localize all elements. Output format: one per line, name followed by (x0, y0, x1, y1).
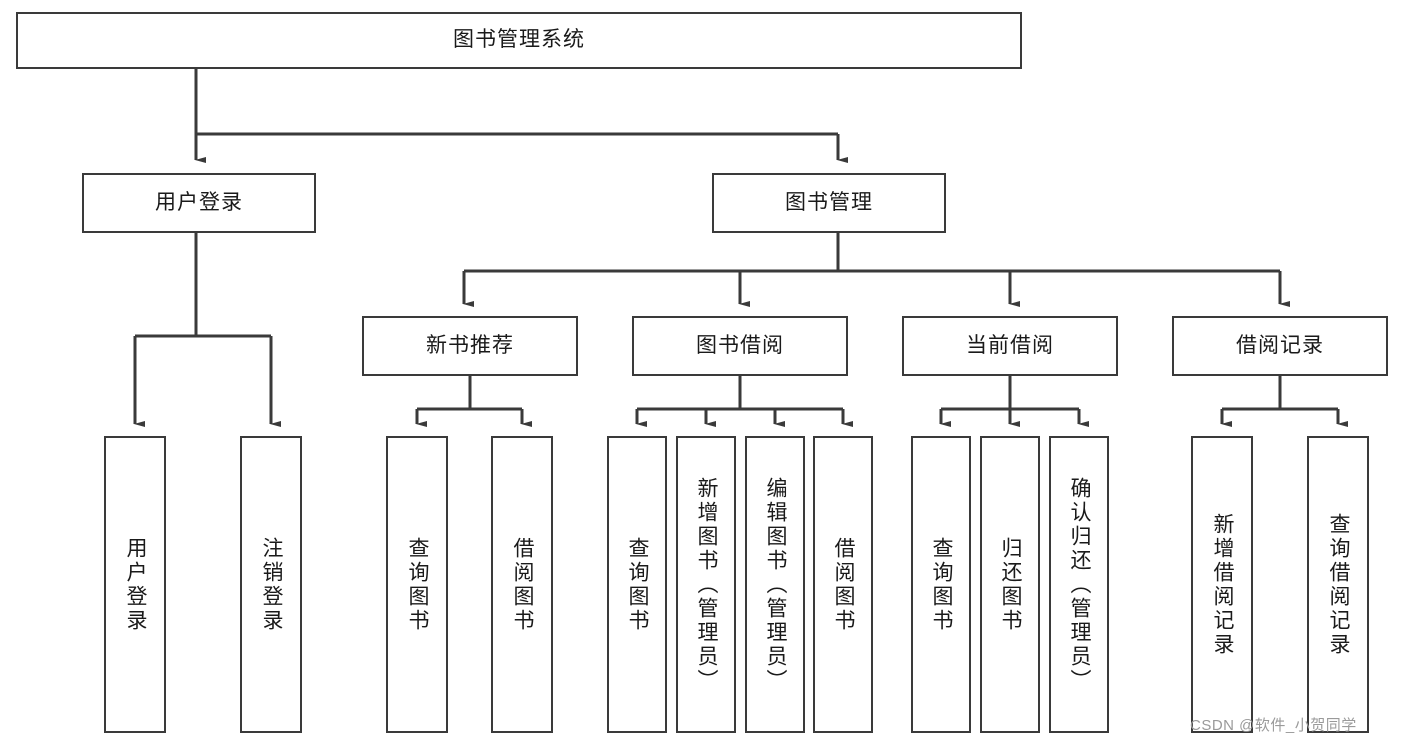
node-book-manage-label: 图书管理 (785, 190, 873, 214)
node-user-login-label: 用户登录 (155, 190, 243, 214)
node-leaf-query-book-2-label: 查询图书 (626, 536, 649, 633)
node-leaf-edit-book-label: 编辑图书（管理员） (764, 476, 787, 693)
node-leaf-query-book-3[interactable]: 查询图书 (911, 436, 971, 733)
node-book-borrow[interactable]: 图书借阅 (632, 316, 848, 376)
node-borrow-record-label: 借阅记录 (1236, 333, 1324, 357)
node-leaf-confirm-return-label: 确认归还（管理员） (1068, 476, 1091, 693)
node-leaf-query-record-label: 查询借阅记录 (1327, 512, 1350, 657)
node-leaf-user-logout-label: 注销登录 (260, 536, 283, 633)
node-leaf-confirm-return[interactable]: 确认归还（管理员） (1049, 436, 1109, 733)
node-leaf-query-record[interactable]: 查询借阅记录 (1307, 436, 1369, 733)
node-borrow-record[interactable]: 借阅记录 (1172, 316, 1388, 376)
node-current-borrow-label: 当前借阅 (966, 333, 1054, 357)
node-leaf-return-book[interactable]: 归还图书 (980, 436, 1040, 733)
node-leaf-add-book[interactable]: 新增图书（管理员） (676, 436, 736, 733)
csdn-watermark: CSDN @软件_小贺同学 (1190, 717, 1357, 734)
node-leaf-borrow-book-2-label: 借阅图书 (832, 536, 855, 633)
node-new-book-rec-label: 新书推荐 (426, 333, 514, 357)
node-new-book-rec[interactable]: 新书推荐 (362, 316, 578, 376)
node-leaf-query-book-1[interactable]: 查询图书 (386, 436, 448, 733)
node-root-label: 图书管理系统 (453, 28, 585, 52)
node-root[interactable]: 图书管理系统 (16, 12, 1022, 69)
node-leaf-borrow-book-1[interactable]: 借阅图书 (491, 436, 553, 733)
node-leaf-query-book-3-label: 查询图书 (930, 536, 953, 633)
node-leaf-user-login-label: 用户登录 (124, 536, 147, 633)
node-leaf-add-record-label: 新增借阅记录 (1211, 512, 1234, 657)
node-user-login[interactable]: 用户登录 (82, 173, 316, 233)
node-leaf-add-book-label: 新增图书（管理员） (695, 476, 718, 693)
node-leaf-user-logout[interactable]: 注销登录 (240, 436, 302, 733)
node-current-borrow[interactable]: 当前借阅 (902, 316, 1118, 376)
node-leaf-add-record[interactable]: 新增借阅记录 (1191, 436, 1253, 733)
node-book-manage[interactable]: 图书管理 (712, 173, 946, 233)
node-leaf-edit-book[interactable]: 编辑图书（管理员） (745, 436, 805, 733)
node-book-borrow-label: 图书借阅 (696, 333, 784, 357)
node-leaf-return-book-label: 归还图书 (999, 536, 1022, 633)
node-leaf-user-login[interactable]: 用户登录 (104, 436, 166, 733)
node-leaf-query-book-1-label: 查询图书 (406, 536, 429, 633)
node-leaf-borrow-book-1-label: 借阅图书 (511, 536, 534, 633)
node-leaf-borrow-book-2[interactable]: 借阅图书 (813, 436, 873, 733)
node-leaf-query-book-2[interactable]: 查询图书 (607, 436, 667, 733)
